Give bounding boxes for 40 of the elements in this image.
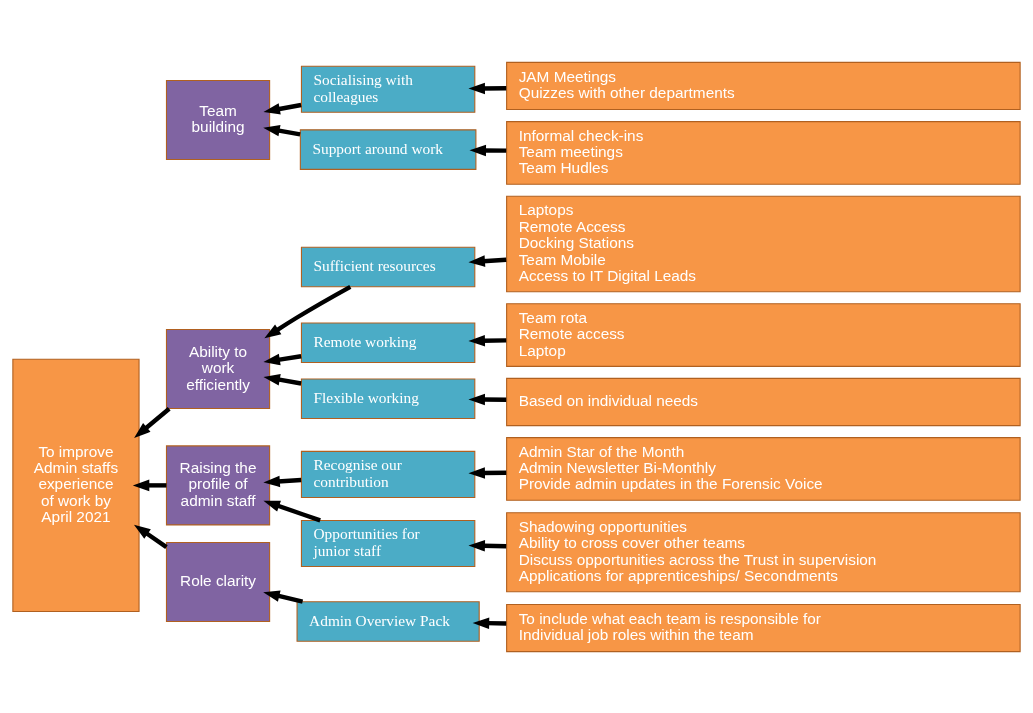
arrow — [134, 406, 171, 438]
node-box: Sufficient resources — [300, 246, 476, 287]
node-box: To include what each team is responsible for Individual job roles within the team — [506, 603, 1021, 652]
node-box: JAM Meetings Quizzes with other departments — [506, 61, 1021, 110]
arrow — [133, 524, 168, 549]
arrow — [468, 334, 507, 347]
node-box: To improve Admin staffs experience of work by April 2021 — [12, 358, 140, 612]
node-box: Admin Overview Pack — [296, 600, 480, 642]
arrow — [263, 373, 302, 386]
node-box: Recognise our contribution — [300, 450, 476, 498]
arrow — [263, 589, 304, 604]
node-box: Team rota Remote access Laptop — [506, 302, 1021, 367]
arrow — [263, 475, 302, 487]
node-box: Raising the profile of admin staff — [165, 444, 271, 525]
node-box: Socialising with colleagues — [300, 65, 476, 113]
arrow — [472, 616, 507, 629]
arrow — [263, 102, 302, 115]
node-box: Flexible working — [300, 377, 476, 419]
arrow — [264, 284, 352, 338]
node-box: Team building — [165, 79, 271, 160]
arrow — [468, 254, 507, 267]
arrow — [468, 82, 507, 94]
arrow — [469, 144, 507, 156]
node-box: Based on individual needs — [506, 377, 1021, 426]
arrow — [468, 466, 507, 479]
node-box: Informal check-ins Team meetings Team Hudles — [506, 120, 1021, 185]
arrow — [468, 393, 507, 405]
node-box: Shadowing opportunities Ability to cross cover other teams Discuss opportunities across the Trust in supervision Applications for apprenticeships/ Secondments — [506, 511, 1021, 592]
arrow — [263, 124, 301, 136]
node-box: Role clarity — [165, 541, 271, 622]
arrow — [468, 539, 507, 552]
arrow — [132, 479, 167, 491]
arrow — [263, 500, 321, 522]
arrow — [263, 353, 302, 365]
node-box: Ability to work efficiently — [165, 328, 271, 409]
node-box: Opportunities for junior staff — [300, 519, 476, 567]
node-box: Support around work — [299, 128, 477, 170]
node-box: Admin Star of the Month Admin Newsletter Bi-Monthly Provide admin updates in the Forensic Voice — [506, 436, 1021, 501]
node-box: Laptops Remote Access Docking Stations Team Mobile Access to IT Digital Leads — [506, 195, 1021, 292]
node-box: Remote working — [300, 321, 476, 363]
